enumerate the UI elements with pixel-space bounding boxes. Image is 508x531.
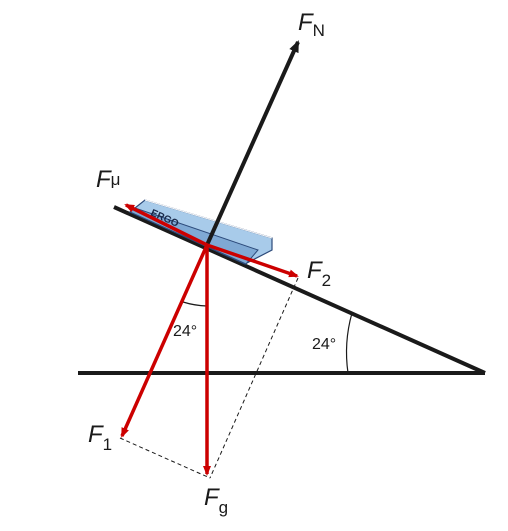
label-incline-angle: 24° — [312, 336, 336, 353]
label-perpendicular-force: F1 — [88, 421, 112, 454]
label-downhill-force: F2 — [307, 257, 331, 290]
book-page-line — [144, 199, 273, 239]
label-normal-force: FN — [298, 9, 325, 40]
friction-force-arrow — [124, 203, 208, 247]
label-normal-subscript: N — [313, 21, 325, 40]
incline-line — [113, 205, 486, 375]
dashed-line-f2-fg — [209, 277, 299, 479]
dashed-line-f1-fg — [119, 437, 211, 479]
label-perpendicular-subscript: 1 — [103, 435, 112, 454]
label-downhill-symbol: F — [307, 257, 323, 284]
normal-force-arrow — [205, 40, 300, 246]
label-gravity-symbol: F — [204, 484, 220, 511]
force-angle-arc — [182, 301, 208, 307]
label-gravity-force: Fg — [204, 484, 228, 517]
label-downhill-subscript: 2 — [322, 271, 331, 290]
label-friction-force: Fμ — [96, 166, 120, 193]
incline-angle-arc — [345, 312, 353, 374]
label-force-angle: 24° — [173, 323, 197, 340]
label-friction-symbol: F — [96, 166, 112, 193]
label-perpendicular-symbol: F — [88, 421, 104, 448]
label-friction-subscript: μ — [111, 170, 121, 189]
downhill-force-arrow — [206, 243, 299, 278]
perpendicular-force-arrow — [120, 244, 209, 438]
label-gravity-subscript: g — [219, 498, 228, 517]
label-normal-symbol: F — [298, 9, 314, 36]
